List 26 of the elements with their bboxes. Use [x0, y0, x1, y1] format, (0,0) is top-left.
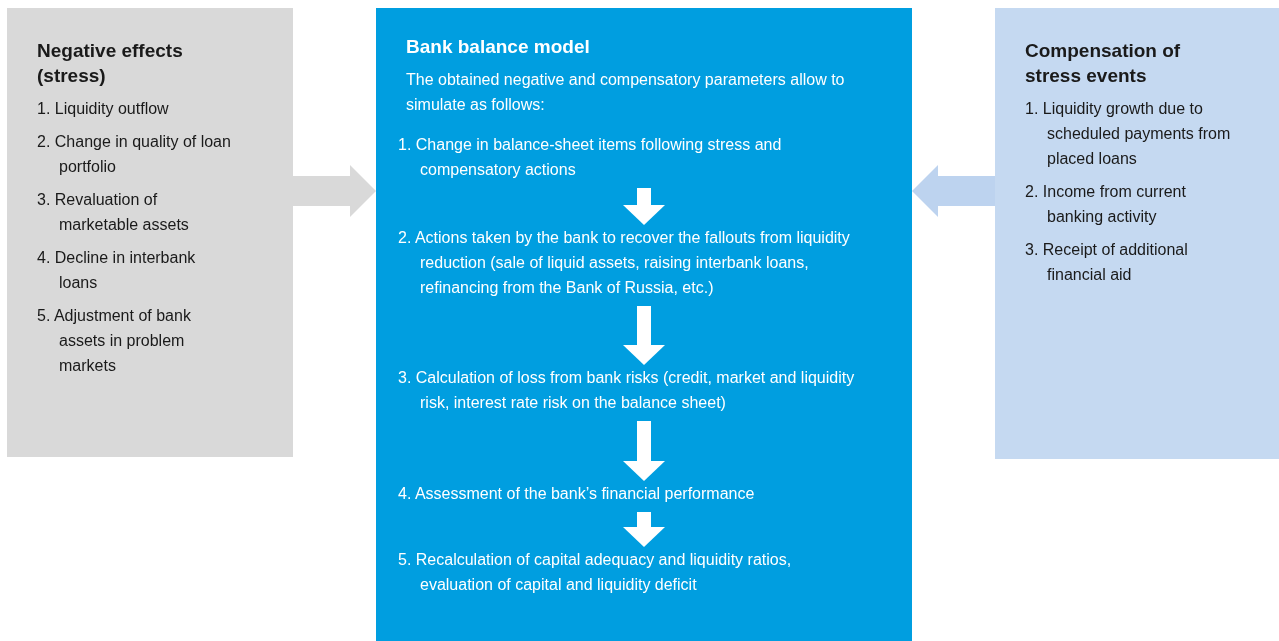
side-panel — [995, 8, 1279, 459]
down-arrow — [623, 421, 665, 481]
intro-text: The obtained negative and compensatory parameters allow to simulate as follows: — [406, 70, 846, 115]
panel-heading: Negative effects (stress) — [37, 39, 184, 88]
list-item: 5. Adjustment of bank assets in problem markets — [37, 306, 192, 376]
down-arrow — [623, 512, 665, 547]
list-item: 3. Revaluation of marketable assets — [37, 190, 190, 235]
list-item: 1. Liquidity growth due to scheduled payments from placed loans — [1025, 99, 1232, 169]
down-arrow — [623, 188, 665, 225]
main-panel — [376, 8, 912, 641]
step-text: 5. Recalculation of capital adequacy and liquidity ratios, evaluation of capital and liquidity deficit — [398, 550, 793, 595]
list-item: 1. Liquidity outflow — [37, 99, 170, 119]
list-item: 4. Decline in interbank loans — [37, 248, 197, 293]
list-item: 2. Income from current banking activity — [1025, 182, 1187, 227]
block-arrow — [912, 165, 995, 217]
step-text: 3. Calculation of loss from bank risks (credit, market and liquidity risk, interest rate risk on the balance sheet) — [398, 368, 856, 413]
down-arrow — [623, 306, 665, 365]
list-item: 3. Receipt of additional financial aid — [1025, 240, 1189, 285]
step-text: 1. Change in balance-sheet items following stress and compensatory actions — [398, 135, 783, 180]
block-arrow — [293, 165, 376, 217]
step-text: 4. Assessment of the bank’s financial performance — [398, 484, 756, 504]
step-text: 2. Actions taken by the bank to recover the fallouts from liquidity reduction (sale of liquid assets, raising interbank loans, refinancing from the Bank of Russia, etc.) — [398, 228, 851, 298]
side-panel — [7, 8, 293, 457]
panel-heading: Bank balance model — [406, 35, 591, 59]
panel-heading: Compensation of stress events — [1025, 39, 1182, 88]
list-item: 2. Change in quality of loan portfolio — [37, 132, 232, 177]
